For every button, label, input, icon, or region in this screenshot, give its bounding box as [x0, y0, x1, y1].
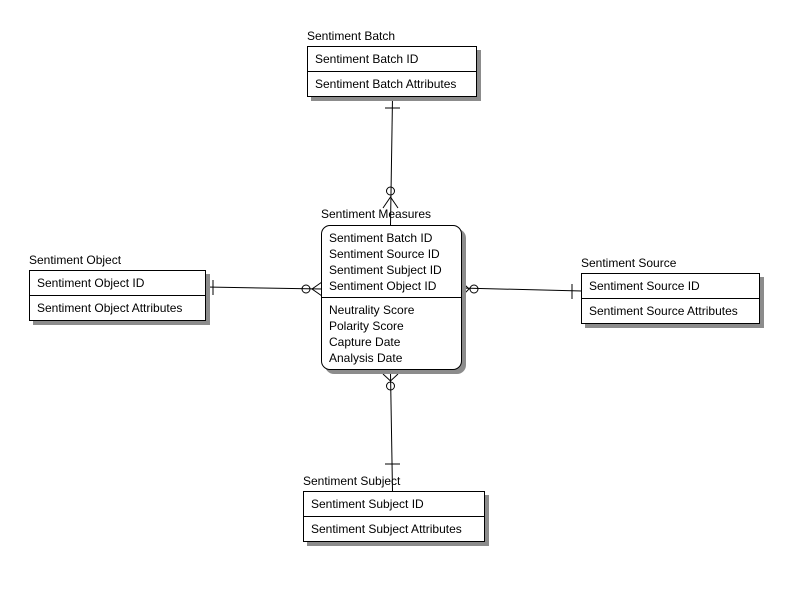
relationship-subject-measures	[382, 372, 400, 492]
key-attribute: Sentiment Batch ID	[315, 52, 419, 66]
many-marker	[460, 280, 470, 298]
key-attribute: Sentiment Subject ID	[311, 497, 424, 511]
key-section: Sentiment Batch ID Sentiment Source ID S…	[322, 226, 461, 297]
relationship-line	[390, 372, 393, 492]
entity-sentiment-object[interactable]: Sentiment Object ID Sentiment Object Att…	[29, 270, 206, 321]
zero-marker	[386, 186, 395, 196]
key-section: Sentiment Batch ID	[308, 47, 476, 71]
key-attribute: Sentiment Object ID	[37, 276, 145, 290]
many-marker	[382, 196, 399, 209]
key-section: Sentiment Source ID	[582, 274, 759, 298]
key-attribute: Sentiment Source ID	[329, 247, 440, 261]
attribute-section: Sentiment Batch Attributes	[308, 71, 476, 96]
key-section: Sentiment Object ID	[30, 271, 205, 295]
attribute-section: Sentiment Object Attributes	[30, 295, 205, 320]
attribute: Neutrality Score	[329, 303, 415, 317]
key-attribute: Sentiment Subject ID	[329, 263, 442, 277]
key-attribute: Sentiment Source ID	[589, 279, 700, 293]
relationship-source-measures	[460, 280, 583, 299]
attribute: Sentiment Object Attributes	[37, 301, 183, 315]
attribute: Sentiment Source Attributes	[589, 304, 738, 318]
relationship-line	[390, 97, 393, 226]
attribute-section: Neutrality Score Polarity Score Capture …	[322, 297, 461, 369]
attribute: Capture Date	[329, 335, 401, 349]
zero-marker	[386, 381, 395, 391]
zero-marker	[469, 284, 479, 294]
entity-title-sentiment-object: Sentiment Object	[29, 253, 122, 267]
attribute: Sentiment Batch Attributes	[315, 77, 457, 91]
entity-sentiment-subject[interactable]: Sentiment Subject ID Sentiment Subject A…	[303, 491, 485, 542]
attribute: Analysis Date	[329, 351, 403, 365]
entity-sentiment-measures[interactable]: Sentiment Batch ID Sentiment Source ID S…	[321, 225, 462, 370]
relationship-line	[460, 287, 583, 292]
attribute: Polarity Score	[329, 319, 404, 333]
key-attribute: Sentiment Batch ID	[329, 231, 433, 245]
entity-title-sentiment-source: Sentiment Source	[581, 256, 677, 270]
entity-title-sentiment-batch: Sentiment Batch	[307, 29, 396, 43]
attribute-section: Sentiment Subject Attributes	[304, 516, 484, 541]
key-attribute: Sentiment Object ID	[329, 279, 437, 293]
relationship-line	[205, 286, 323, 290]
zero-marker	[301, 284, 311, 294]
entity-title-sentiment-measures: Sentiment Measures	[321, 207, 432, 221]
entity-sentiment-source[interactable]: Sentiment Source ID Sentiment Source Att…	[581, 273, 760, 324]
relationship-batch-measures	[382, 97, 400, 226]
many-marker	[382, 373, 399, 382]
entity-sentiment-batch[interactable]: Sentiment Batch ID Sentiment Batch Attri…	[307, 46, 477, 97]
attribute-section: Sentiment Source Attributes	[582, 298, 759, 323]
entity-title-sentiment-subject: Sentiment Subject	[303, 474, 401, 488]
relationship-object-measures	[205, 280, 323, 297]
key-section: Sentiment Subject ID	[304, 492, 484, 516]
many-marker	[311, 281, 323, 297]
attribute: Sentiment Subject Attributes	[311, 522, 462, 536]
